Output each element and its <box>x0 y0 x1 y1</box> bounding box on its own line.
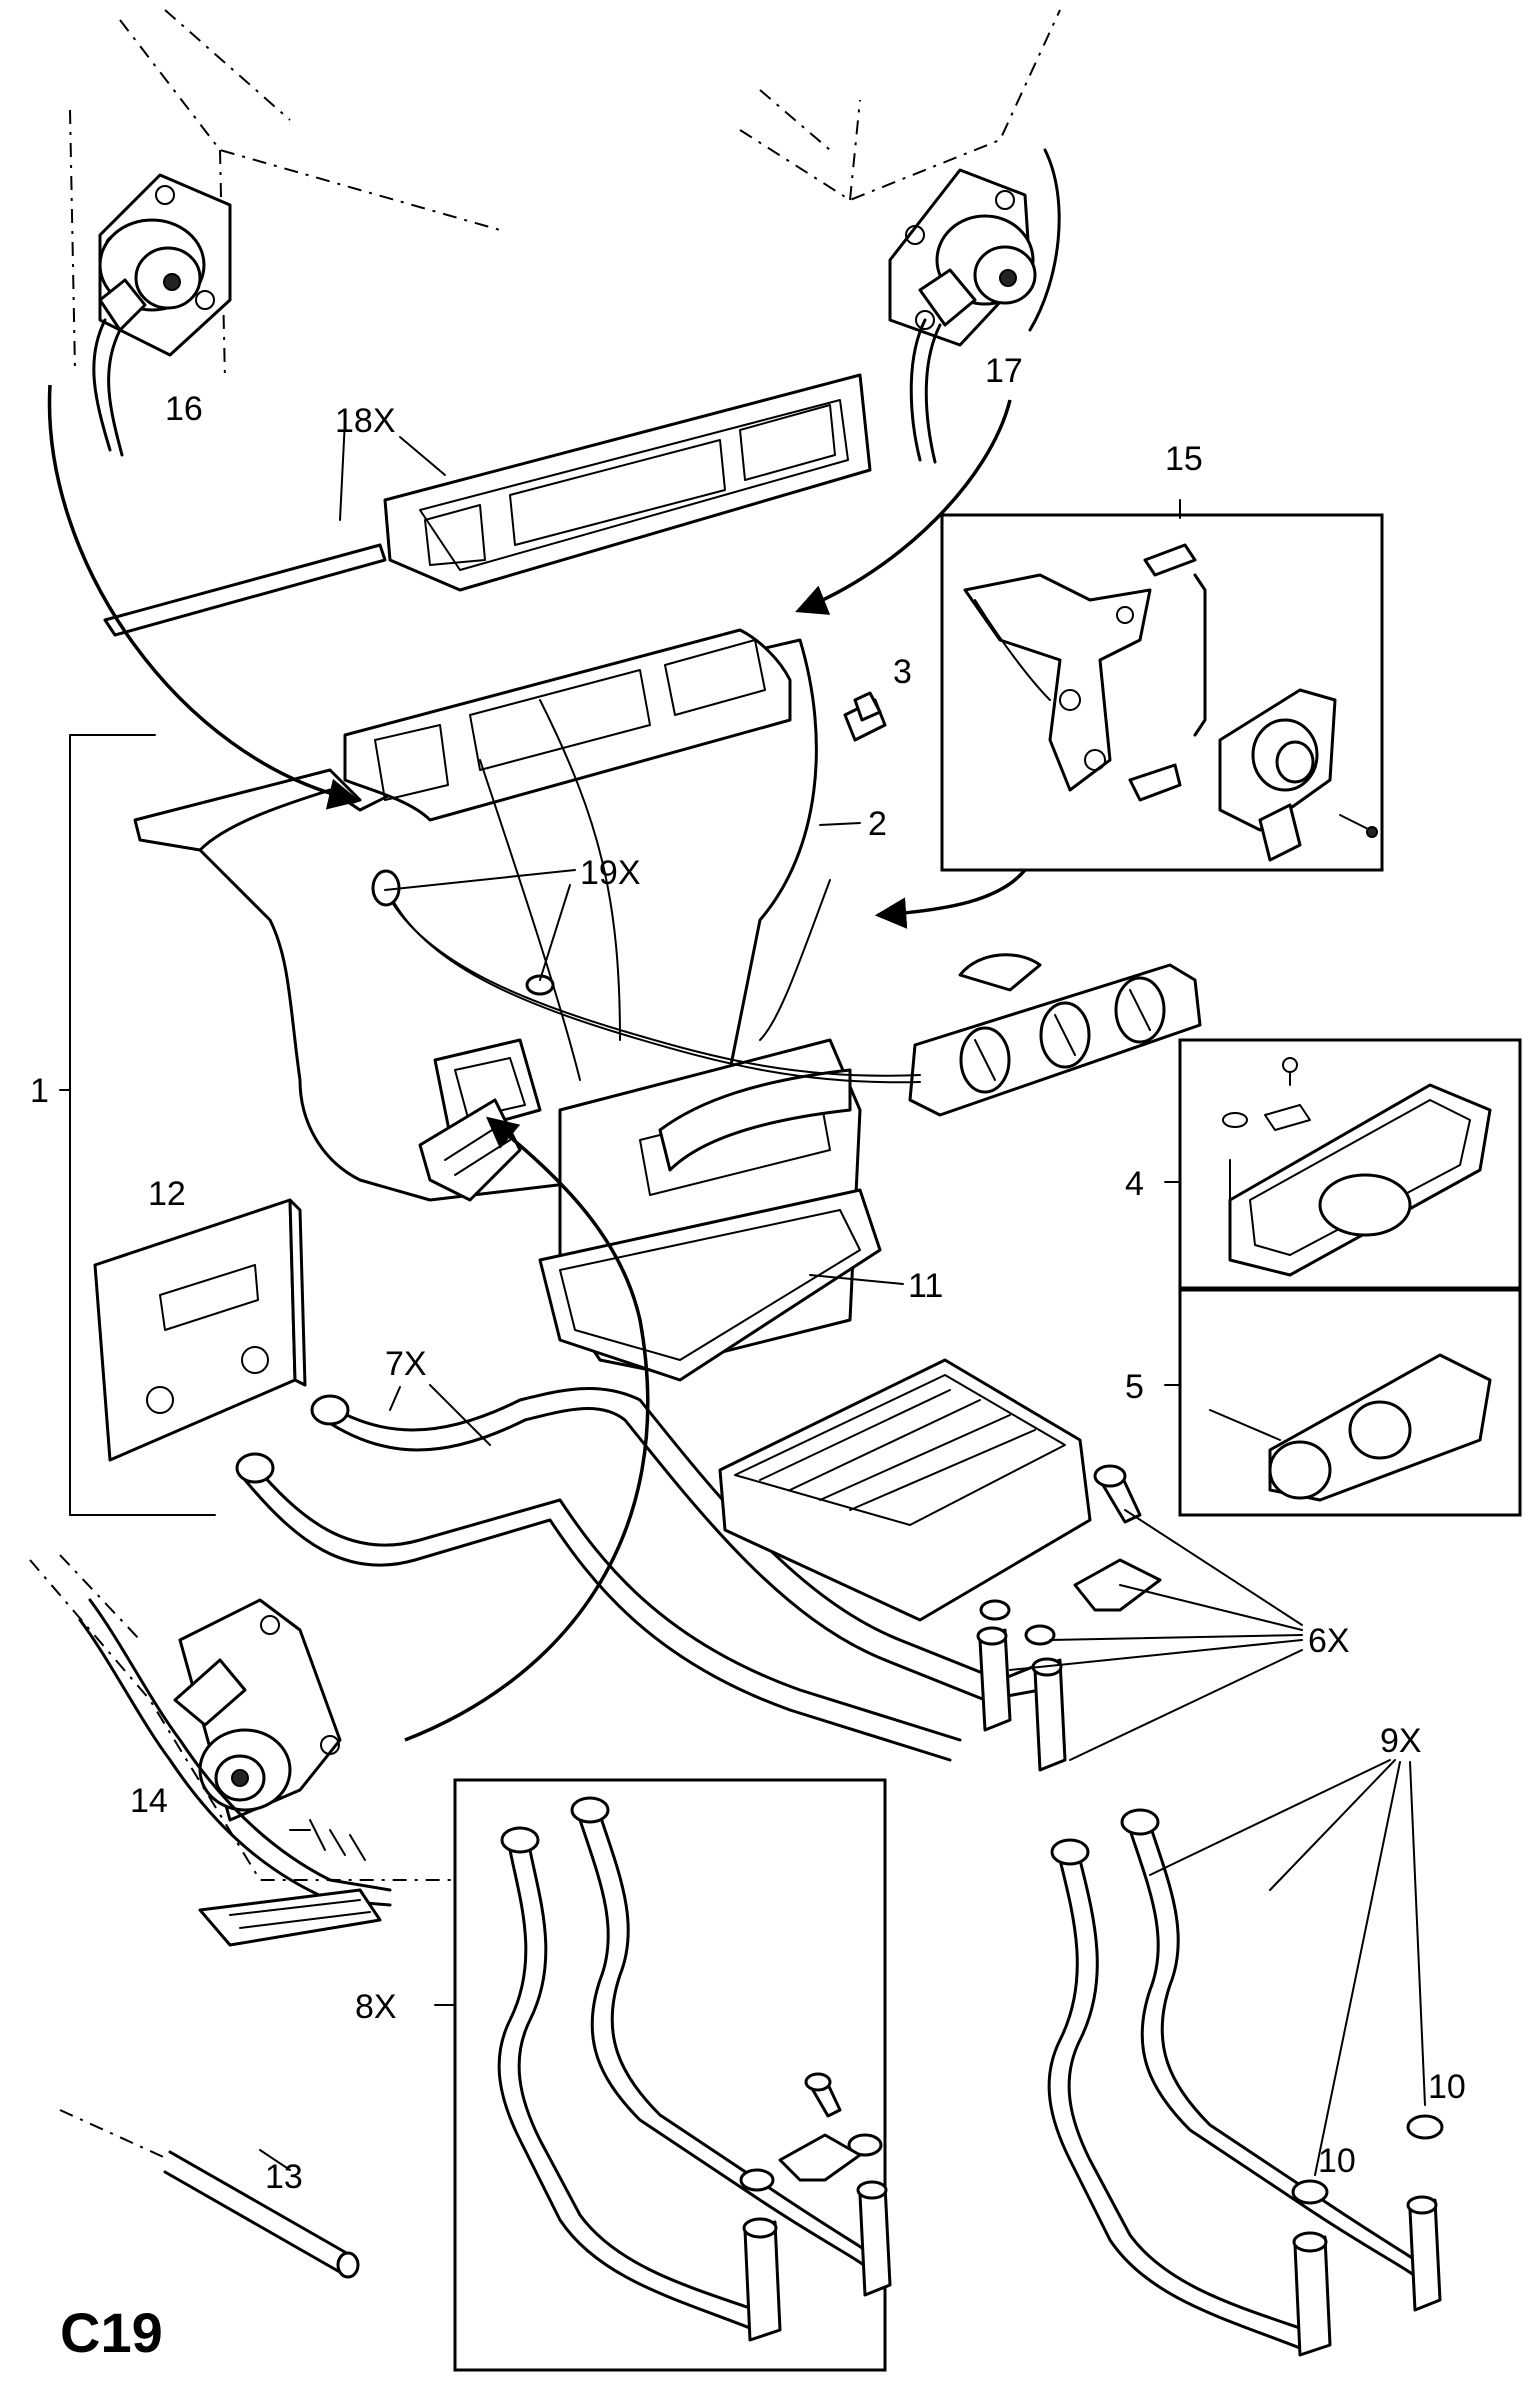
gasket-18x <box>103 373 872 637</box>
hose-13 <box>59 2109 360 2279</box>
diagram-code: C19 <box>60 2301 163 2364</box>
actuator-detail-15 <box>940 513 1384 872</box>
label-part-10-left: 10 <box>1318 2142 1356 2180</box>
label-part-18x: 18X <box>335 402 396 440</box>
bracket-1 <box>59 734 216 1516</box>
assembly-arrows <box>47 384 1027 1742</box>
label-part-16: 16 <box>165 390 203 428</box>
fitting-3 <box>843 691 887 742</box>
control-panel-12 <box>93 1198 307 1462</box>
label-part-9x: 9X <box>1380 1722 1422 1760</box>
label-part-6x: 6X <box>1308 1622 1350 1660</box>
label-part-12: 12 <box>148 1175 186 1213</box>
leader-lines <box>259 419 1426 2176</box>
label-part-13: 13 <box>265 2158 303 2196</box>
heater-core-pipes <box>235 1358 1162 1772</box>
label-part-14: 14 <box>130 1782 168 1820</box>
label-part-2: 2 <box>868 805 887 843</box>
detail-box-4 <box>1178 1038 1522 1290</box>
label-part-5: 5 <box>1125 1368 1144 1406</box>
servo-motor-16 <box>69 9 501 457</box>
heater-housing-1 <box>133 628 882 1382</box>
servo-motor-14 <box>29 1554 455 1947</box>
detail-box-5 <box>1178 1288 1522 1517</box>
detail-box-8x <box>453 1778 892 2372</box>
servo-motor-17 <box>739 9 1061 464</box>
label-part-17: 17 <box>985 352 1023 390</box>
label-part-7x: 7X <box>385 1345 427 1383</box>
label-part-15: 15 <box>1165 440 1203 478</box>
label-part-10-right: 10 <box>1428 2068 1466 2106</box>
label-part-3: 3 <box>893 653 912 691</box>
label-part-19x: 19X <box>580 854 641 892</box>
cable-19x <box>371 869 921 1084</box>
label-part-8x: 8X <box>355 1988 397 2026</box>
label-part-1: 1 <box>30 1072 49 1110</box>
label-part-11: 11 <box>908 1267 943 1305</box>
pipes-9x <box>1047 1808 1444 2357</box>
part-labels: 16 18X 17 15 3 2 19X 1 12 4 11 7X 5 6X 9… <box>30 352 1466 2364</box>
air-outlet-panel <box>908 953 1202 1117</box>
label-part-4: 4 <box>1125 1165 1144 1203</box>
